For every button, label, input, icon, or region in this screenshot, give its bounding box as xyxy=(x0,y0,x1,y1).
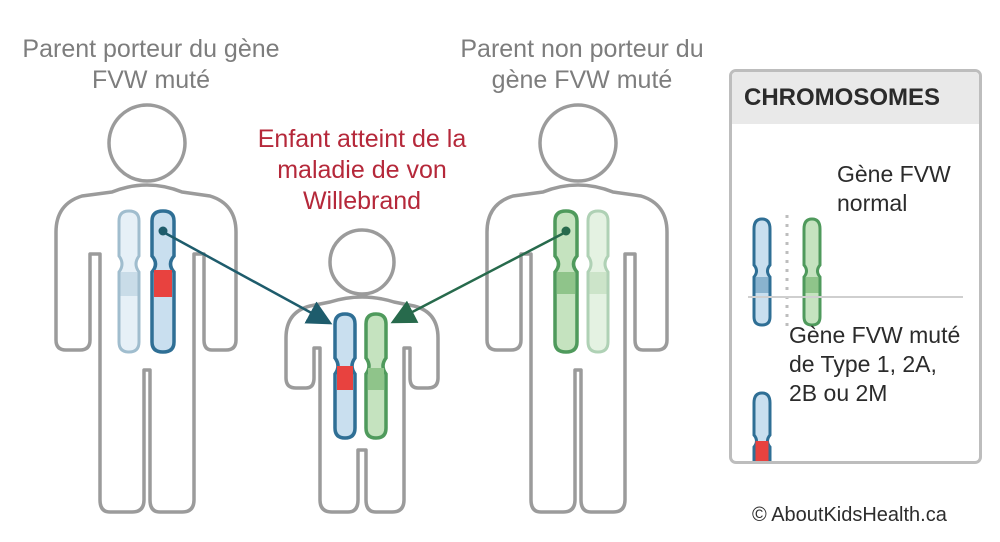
legend-divider xyxy=(748,296,963,298)
legend-normal-green-chromosome xyxy=(802,217,822,327)
child-chromosome-normal xyxy=(364,312,388,440)
legend-normal-blue-chromosome xyxy=(752,217,772,327)
parent-noncarrier-chromosome-passed xyxy=(553,209,579,354)
legend-mutated-label: Gène FVW muté de Type 1, 2A, 2B ou 2M xyxy=(789,322,961,406)
arrow-from-carrier-parent xyxy=(164,231,333,325)
child-figure xyxy=(284,228,440,514)
parent-carrier-chromosome-faded xyxy=(117,209,141,354)
legend-swatches xyxy=(752,215,822,461)
parent-carrier-figure xyxy=(54,103,238,514)
child-chromosome-mutated xyxy=(333,312,357,440)
parent-noncarrier-chromosome-faded xyxy=(586,209,610,354)
copyright-notice: © AboutKidsHealth.ca xyxy=(752,504,947,526)
child-title: Enfant atteint de la maladie de von Will… xyxy=(257,125,467,215)
parent-carrier-chromosome-mutated xyxy=(150,209,176,354)
legend-mutated-chromosome xyxy=(752,391,772,461)
chromosome-legend: CHROMOSOMES Gène FVW normal Gène FVW mut… xyxy=(729,69,982,464)
parent-carrier-title: Parent porteur du gène FVW muté xyxy=(22,35,280,94)
arrow-from-noncarrier-parent xyxy=(390,231,565,324)
legend-normal-label: Gène FVW normal xyxy=(837,161,951,216)
parent-noncarrier-title: Parent non porteur du gène FVW muté xyxy=(460,35,704,94)
legend-heading: CHROMOSOMES xyxy=(732,72,979,124)
